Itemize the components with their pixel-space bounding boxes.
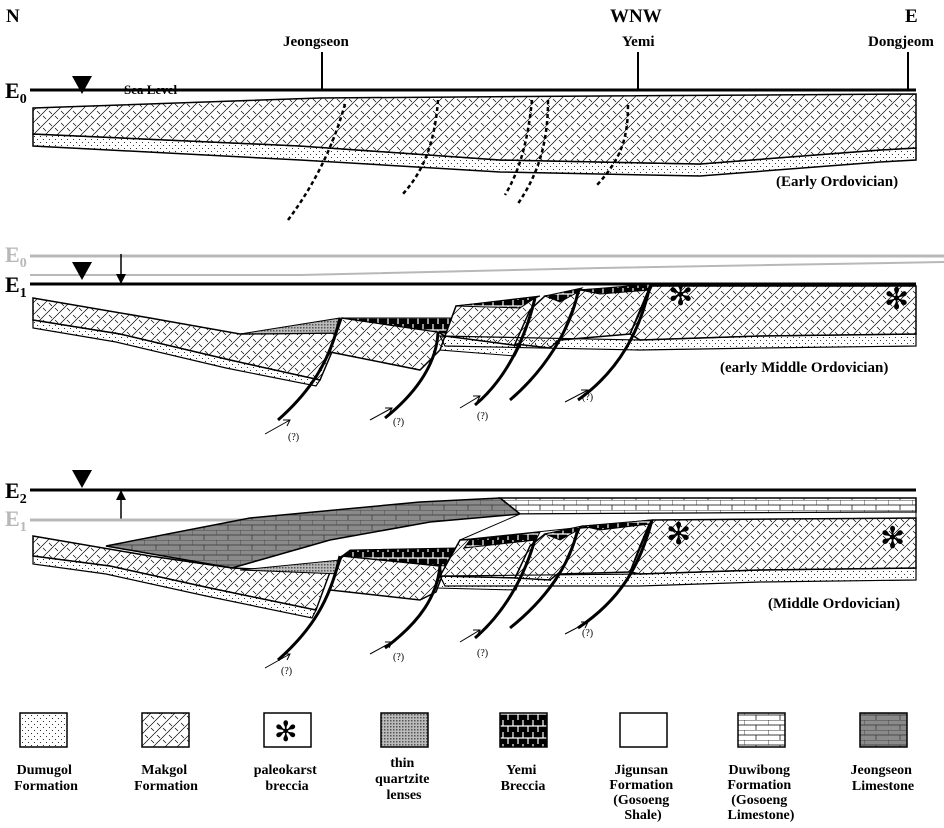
arrow-up-icon [116,490,126,500]
locality-yemi: Yemi [622,34,655,50]
legend-swatch-yemi [499,712,548,748]
legend-swatch-duwibong [737,712,786,748]
legend-label-paleokarst: paleokarst breccia [254,763,321,794]
panel-middle-ordovician: E2 E1 ✻ ✻ [5,470,917,677]
paleokarst-breccia-icon: ✻ [668,278,693,313]
legend-swatch-makgol [141,712,190,748]
panel-early-middle-ordovician: E0 E1 ✻ ✻ [5,242,944,443]
legend-label-dumugol: Dumugol Formation [14,763,78,794]
e1-faded-label: E1 [5,506,27,535]
legend-swatch-paleokarst [263,712,312,748]
panel-early-ordovician: E0 Sea Level (Early Ordovician) [5,76,917,221]
normal-faults-2 [277,285,652,422]
sea-level-icon [72,76,92,94]
fault-query-label: (?) [582,392,593,403]
dumugol-formation-right-3 [439,567,917,587]
locality-jeongseon: Jeongseon [283,34,349,50]
direction-label-wnw: WNW [610,6,662,27]
direction-label-e: E [905,6,918,27]
direction-label-n: N [6,6,20,27]
stage-label-early-middle: (early Middle Ordovician) [720,360,888,376]
fault-query-label: (?) [281,666,292,677]
fault-query-label: (?) [477,648,488,659]
fault-query-label: (?) [288,432,299,443]
normal-faults-3 [277,519,654,662]
e0-faded-label: E0 [5,242,27,271]
makgol-formation-early [32,93,917,165]
paleokarst-breccia-icon: ✻ [884,282,909,317]
stage-label-early: (Early Ordovician) [776,174,898,190]
legend: ✻ Dumugol Formation Makgol Formation pal… [14,712,916,823]
legend-swatch-quartzite [380,712,429,748]
fault-query-label: (?) [393,652,404,663]
paleokarst-breccia-icon: ✻ [880,521,905,556]
makgol-block-1 [32,297,342,381]
dumugol-block-1-3 [32,555,317,619]
legend-swatch-jeongseon [859,712,908,748]
e0-label: E0 [5,78,27,107]
legend-label-jigunsan: Jigunsan Formation (Gosoeng Shale) [609,763,676,823]
e2-label: E2 [5,478,27,507]
legend-label-duwibong: Duwibong Formation (Gosoeng Limestone) [727,763,794,823]
dumugol-block-1 [32,319,321,387]
sea-level-icon-3 [72,470,92,488]
quartzite-lens-1 [239,317,341,335]
legend-swatch-dumugol [19,712,68,748]
dumugol-formation-right-2 [439,333,917,351]
dashed-faults-early [286,99,630,221]
e1-label: E1 [5,272,27,301]
locality-dongjeom: Dongjeom [868,34,934,50]
arrow-down-icon [116,274,126,284]
legend-label-quartzite: thin quartzite lenses [375,756,433,803]
legend-label-jeongseon: Jeongseon Limestone [851,763,916,794]
paleokarst-breccia-icon: ✻ [666,517,691,552]
legend-swatch-jigunsan [619,712,668,748]
fault-query-label: (?) [393,417,404,428]
paleokarst-breccia-icon: ✻ [274,715,297,748]
fault-slip-arrows-3 [264,621,589,669]
legend-label-yemi: Yemi Breccia [501,763,546,794]
sea-level-icon-2 [72,262,92,280]
sea-level-label: Sea Level [124,82,177,97]
e0-faded-surface [30,261,944,276]
legend-label-makgol: Makgol Formation [134,763,198,794]
fault-slip-arrows-2 [264,389,589,435]
duwibong-formation [497,497,917,515]
fault-query-label: (?) [582,628,593,639]
stage-label-middle: (Middle Ordovician) [768,596,900,612]
fault-query-label: (?) [477,411,488,422]
